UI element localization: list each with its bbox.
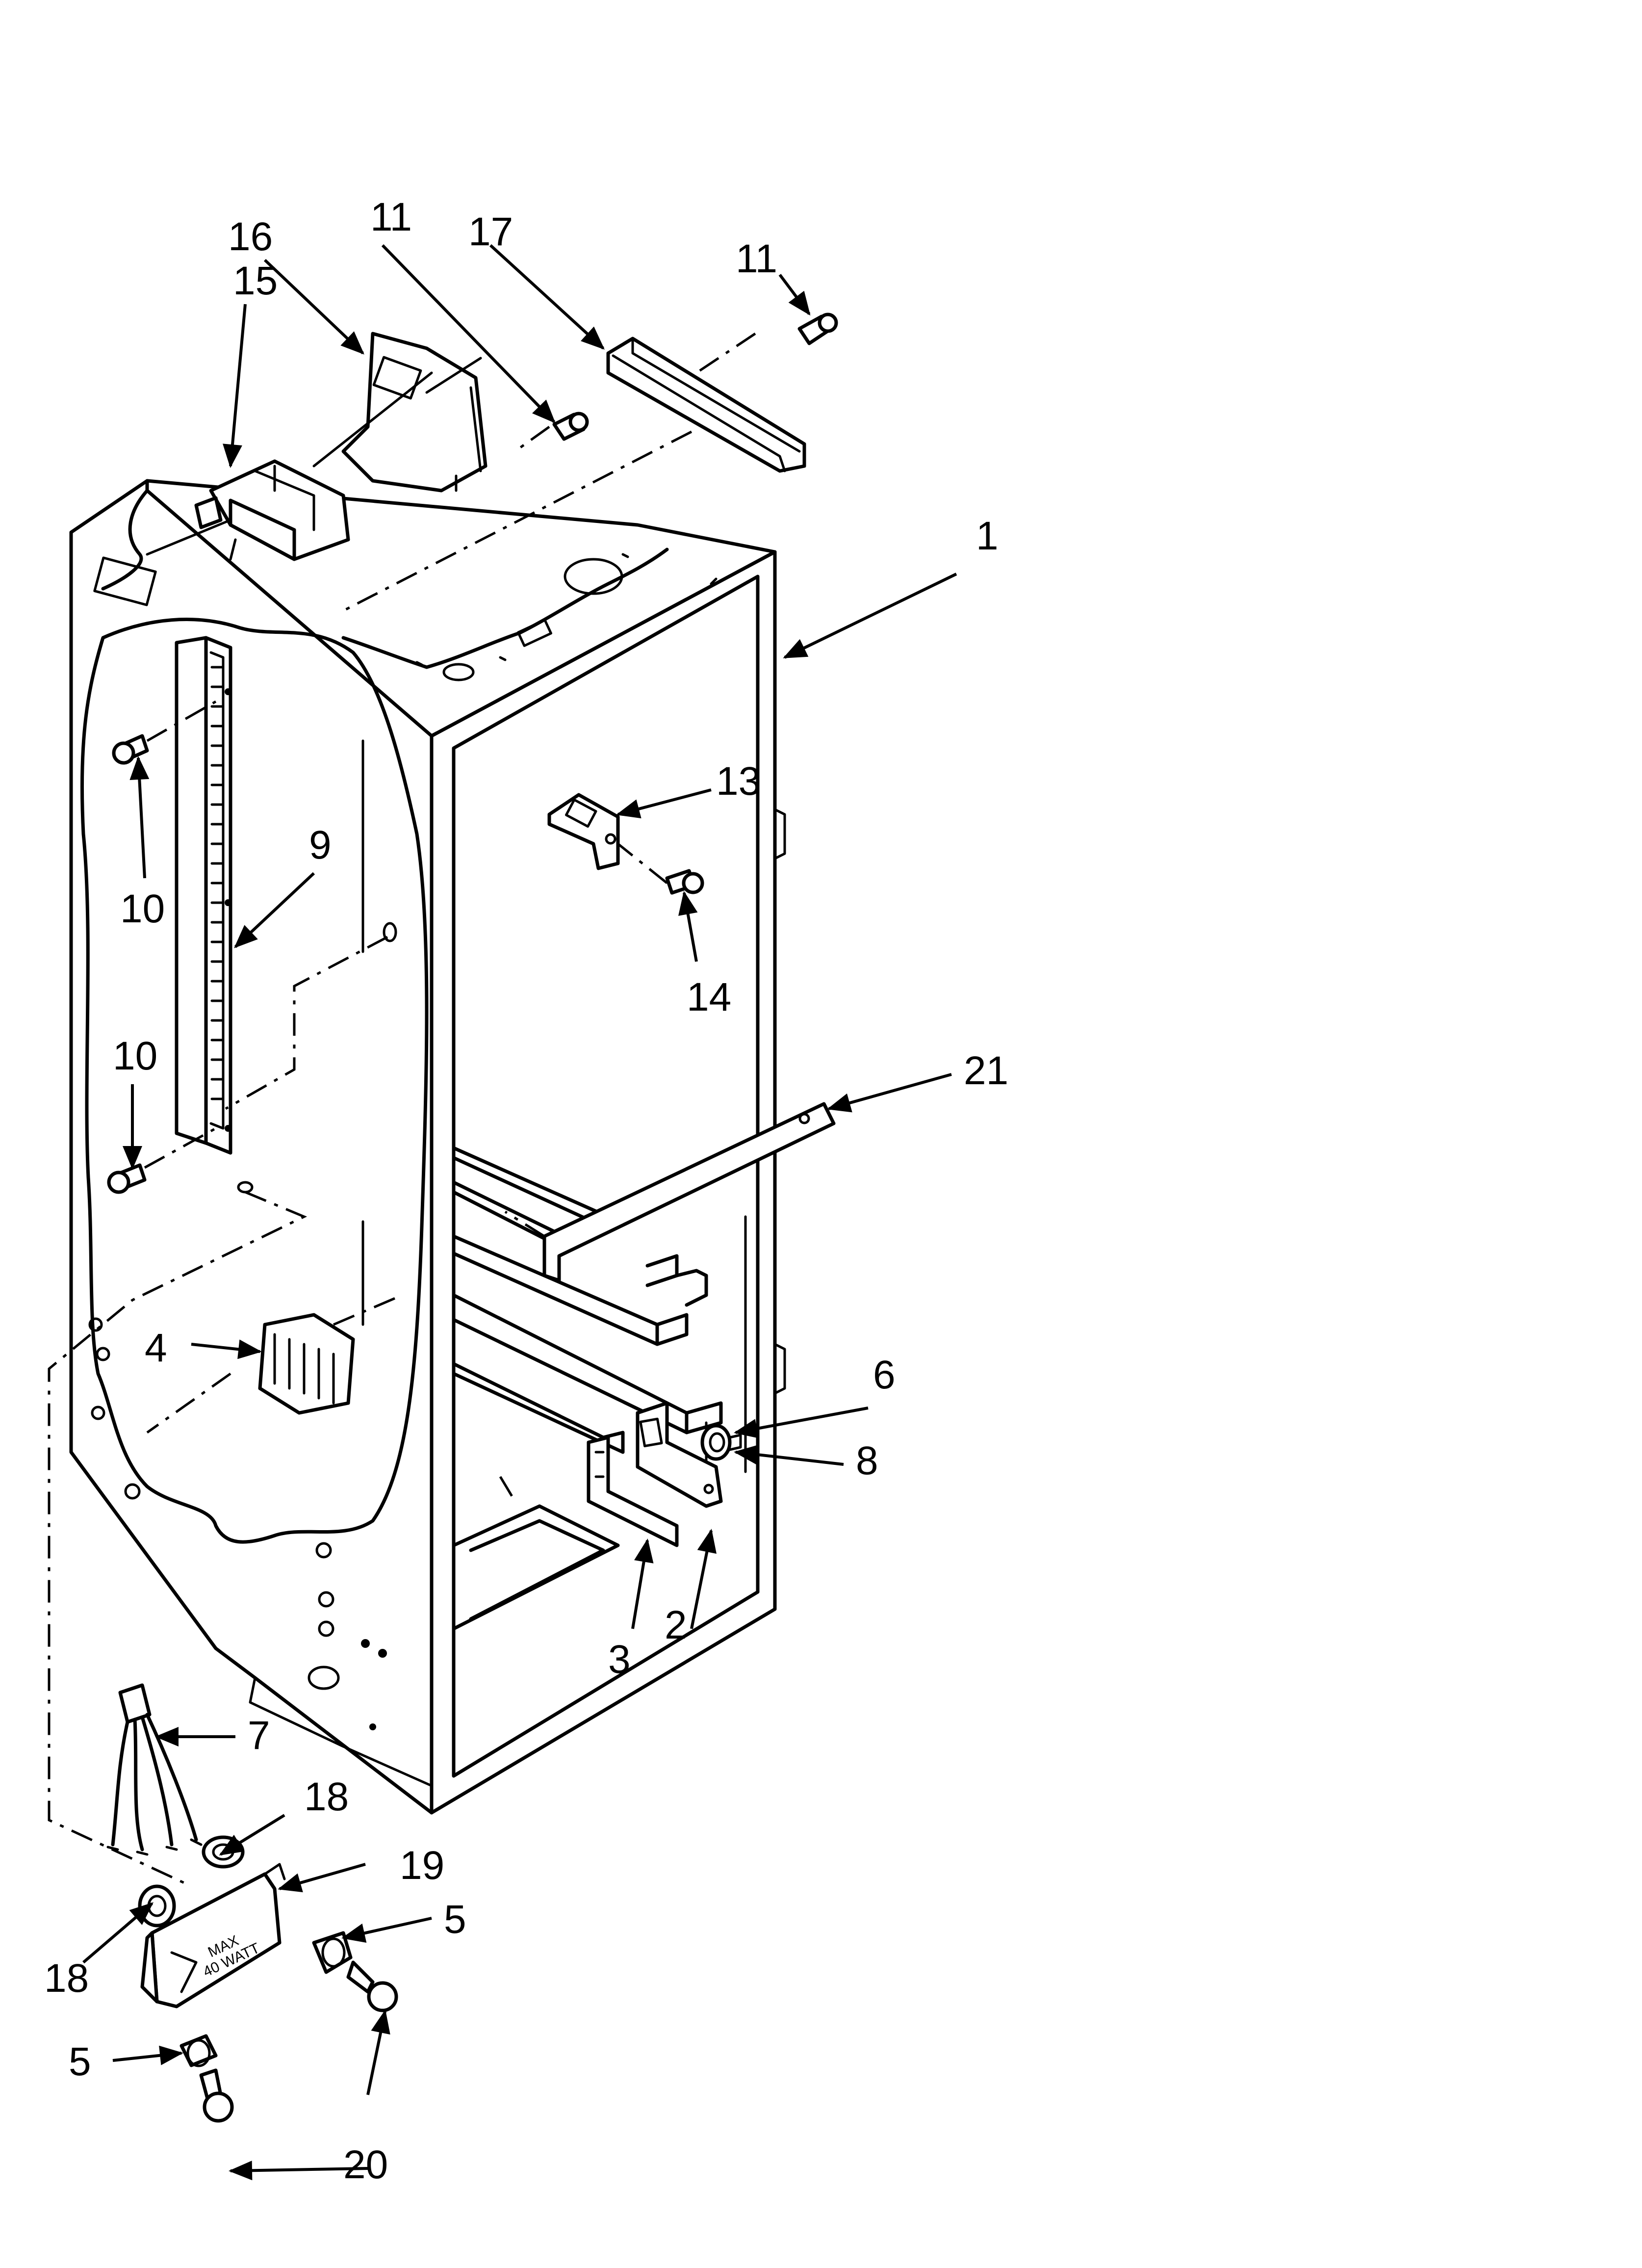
- callout-10-lower: 10: [113, 1034, 157, 1078]
- bulb-socket-part-5-right: [312, 1931, 353, 1974]
- callout-10-upper: 10: [120, 886, 165, 931]
- callout-11-right: 11: [736, 236, 777, 281]
- callout-1: 1: [976, 514, 999, 558]
- callout-18-lower: 18: [44, 1956, 89, 2001]
- ladder-slots: [210, 666, 223, 1100]
- bracket-part-3: [587, 1435, 679, 1547]
- callout-20: 20: [343, 2142, 388, 2187]
- callout-7: 7: [248, 1713, 270, 1758]
- control-housing-part-15: [146, 459, 350, 561]
- callout-6: 6: [873, 1353, 896, 1397]
- screw-part-10-lower: [107, 1127, 217, 1194]
- callout-15: 15: [233, 259, 278, 303]
- callout-5-right: 5: [444, 1897, 466, 1942]
- vent-grille-part-4: [146, 1294, 403, 1434]
- shelf-ladder-part-9: [48, 636, 397, 1885]
- callout-19: 19: [400, 1843, 444, 1888]
- bracket-part-16: [312, 332, 487, 493]
- bracket-part-13: [547, 793, 620, 870]
- screw-part-11-left: [514, 412, 589, 453]
- light-housing-part-19: MAX 40 WATT: [140, 1863, 286, 2008]
- callout-16: 16: [228, 214, 273, 259]
- screw-part-11-right: [797, 313, 838, 345]
- callout-leaders: [82, 244, 957, 2181]
- callout-4: 4: [145, 1326, 167, 1370]
- bracket-part-2: [636, 1401, 723, 1508]
- callout-17: 17: [468, 209, 513, 254]
- callout-5-left: 5: [69, 2039, 91, 2084]
- callout-18-upper: 18: [304, 1774, 349, 1819]
- cabinet-liner: [69, 479, 786, 1815]
- callout-2: 2: [665, 1603, 687, 1647]
- callout-9: 9: [309, 823, 332, 867]
- callout-8: 8: [856, 1438, 878, 1483]
- bulb-part-20-right: [346, 1960, 398, 2012]
- shelf-support-part-21: [504, 1102, 836, 1282]
- callout-14: 14: [687, 975, 731, 1019]
- knob-part-8: [700, 1424, 742, 1461]
- bulb-socket-part-5-left: [180, 2034, 218, 2067]
- callout-21: 21: [964, 1048, 1008, 1093]
- wire-harness-part-7: [106, 1683, 203, 1856]
- callout-labels: 1 2 3 4 5 5 6 7 8 9 10 10 11 11 13 14 15…: [44, 195, 1008, 2187]
- screw-part-14: [617, 843, 704, 895]
- socket-part-18-lower: [138, 1884, 176, 1928]
- callout-3: 3: [608, 1637, 631, 1682]
- screw-part-10-upper: [112, 700, 217, 765]
- bulb-part-20-left: [199, 2068, 234, 2123]
- callout-11-left: 11: [370, 195, 412, 239]
- callout-13: 13: [716, 759, 761, 804]
- top-rail-part-17: [337, 332, 806, 615]
